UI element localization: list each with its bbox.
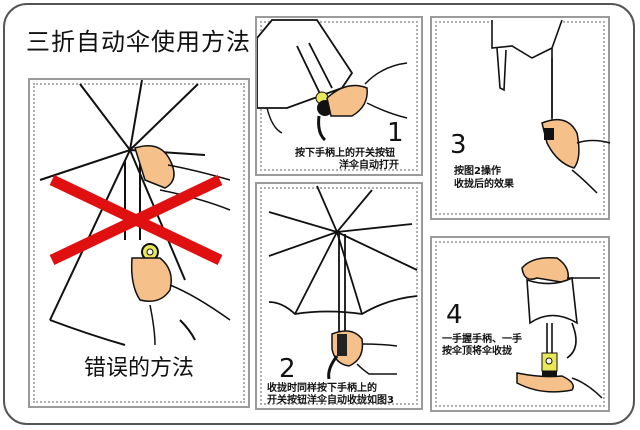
hand-icon — [315, 62, 408, 142]
closing-umbrella-illustration — [516, 256, 603, 399]
step-1-caption-line-2: 洋伞自动打开 — [339, 160, 399, 171]
panel-step-3: 3 按图2操作 收拢后的效果 — [430, 16, 611, 220]
open-umbrella-illustration — [39, 80, 231, 346]
hand-bottom-icon — [516, 372, 603, 399]
open-umbrella-illustration — [268, 185, 418, 380]
panel-step-1: 1 按下手柄上的开关按钮 洋伞自动打开 — [255, 16, 423, 176]
step-4-caption-line-1: 一手握手柄、一手 — [442, 334, 522, 345]
dotted-border — [33, 83, 245, 403]
panel-step-4: 4 一手握手柄、一手 按伞顶将伞收拢 — [430, 236, 610, 412]
step-2-caption-line-1: 收拢时同样按下手柄上的 — [267, 383, 377, 394]
hand-bottom-icon — [130, 243, 231, 346]
step-number-2: 2 — [279, 354, 296, 384]
step-number-3: 3 — [450, 130, 467, 160]
hand-icon — [327, 330, 398, 380]
step-2-caption-line-2: 开关按钮洋伞自动收拢如图3 — [267, 395, 394, 406]
handle-icon — [541, 352, 558, 379]
step-1-caption-line-1: 按下手柄上的开关按钮 — [295, 148, 395, 159]
wrong-method-label: 错误的方法 — [83, 356, 194, 381]
dotted-border — [435, 241, 605, 407]
hand-top-icon — [134, 145, 231, 211]
page-title: 三折自动伞使用方法 — [26, 28, 251, 56]
step-3-caption-line-1: 按图2操作 — [454, 166, 501, 177]
opening-umbrella-illustration — [257, 19, 408, 142]
hand-top-icon — [521, 256, 600, 284]
step-3-caption-line-2: 收拢后的效果 — [454, 179, 514, 190]
step-number-4: 4 — [446, 300, 463, 330]
panel-wrong-method: 错误的方法 — [28, 78, 250, 408]
closed-umbrella-illustration — [491, 19, 611, 194]
red-cross-icon — [49, 175, 223, 265]
step-number-1: 1 — [387, 118, 404, 148]
step-4-caption-line-2: 按伞顶将伞收拢 — [442, 346, 512, 357]
hand-icon — [541, 118, 611, 194]
panel-step-2: 2 收拢时同样按下手柄上的 开关按钮洋伞自动收拢如图3 — [255, 182, 423, 410]
